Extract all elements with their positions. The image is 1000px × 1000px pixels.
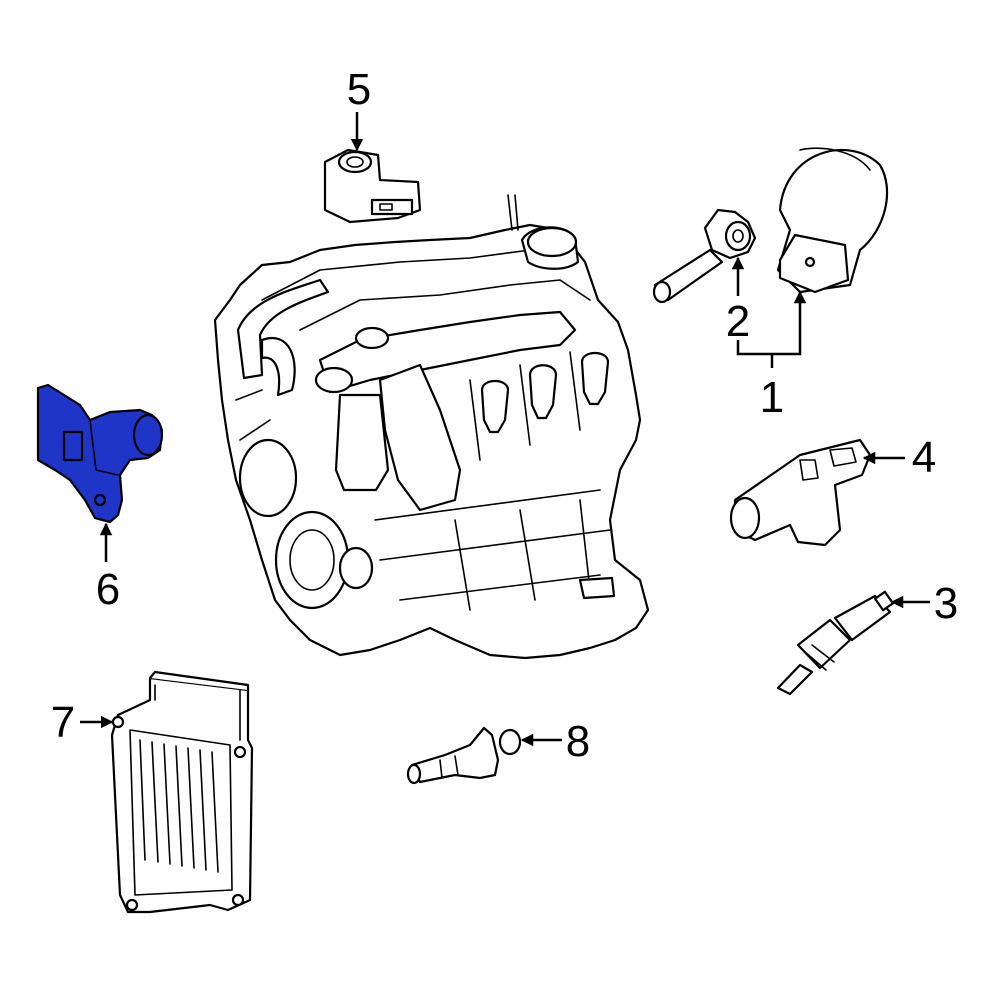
part-1-sensor	[776, 147, 889, 294]
engine-pulleys	[238, 438, 374, 610]
callout-5: 5	[347, 65, 371, 114]
callout-2: 2	[726, 297, 750, 346]
callout-7: 7	[51, 698, 75, 747]
engine-block	[213, 194, 650, 660]
part-2-sensor	[652, 208, 757, 304]
callout-6: 6	[96, 565, 120, 614]
callout-8: 8	[566, 717, 590, 766]
part-3-spark-plug	[776, 590, 895, 696]
part-4-sensor	[729, 438, 872, 547]
callout-leaders	[80, 112, 930, 747]
part-8-sensor	[406, 726, 522, 785]
callout-4: 4	[912, 433, 936, 482]
part-6-camshaft-sensor	[36, 383, 164, 524]
callout-3: 3	[934, 579, 958, 628]
callout-1: 1	[760, 373, 784, 422]
ignition-coils	[469, 351, 610, 461]
part-7-engine-control-module	[110, 670, 254, 914]
part-5-map-sensor	[323, 148, 422, 224]
